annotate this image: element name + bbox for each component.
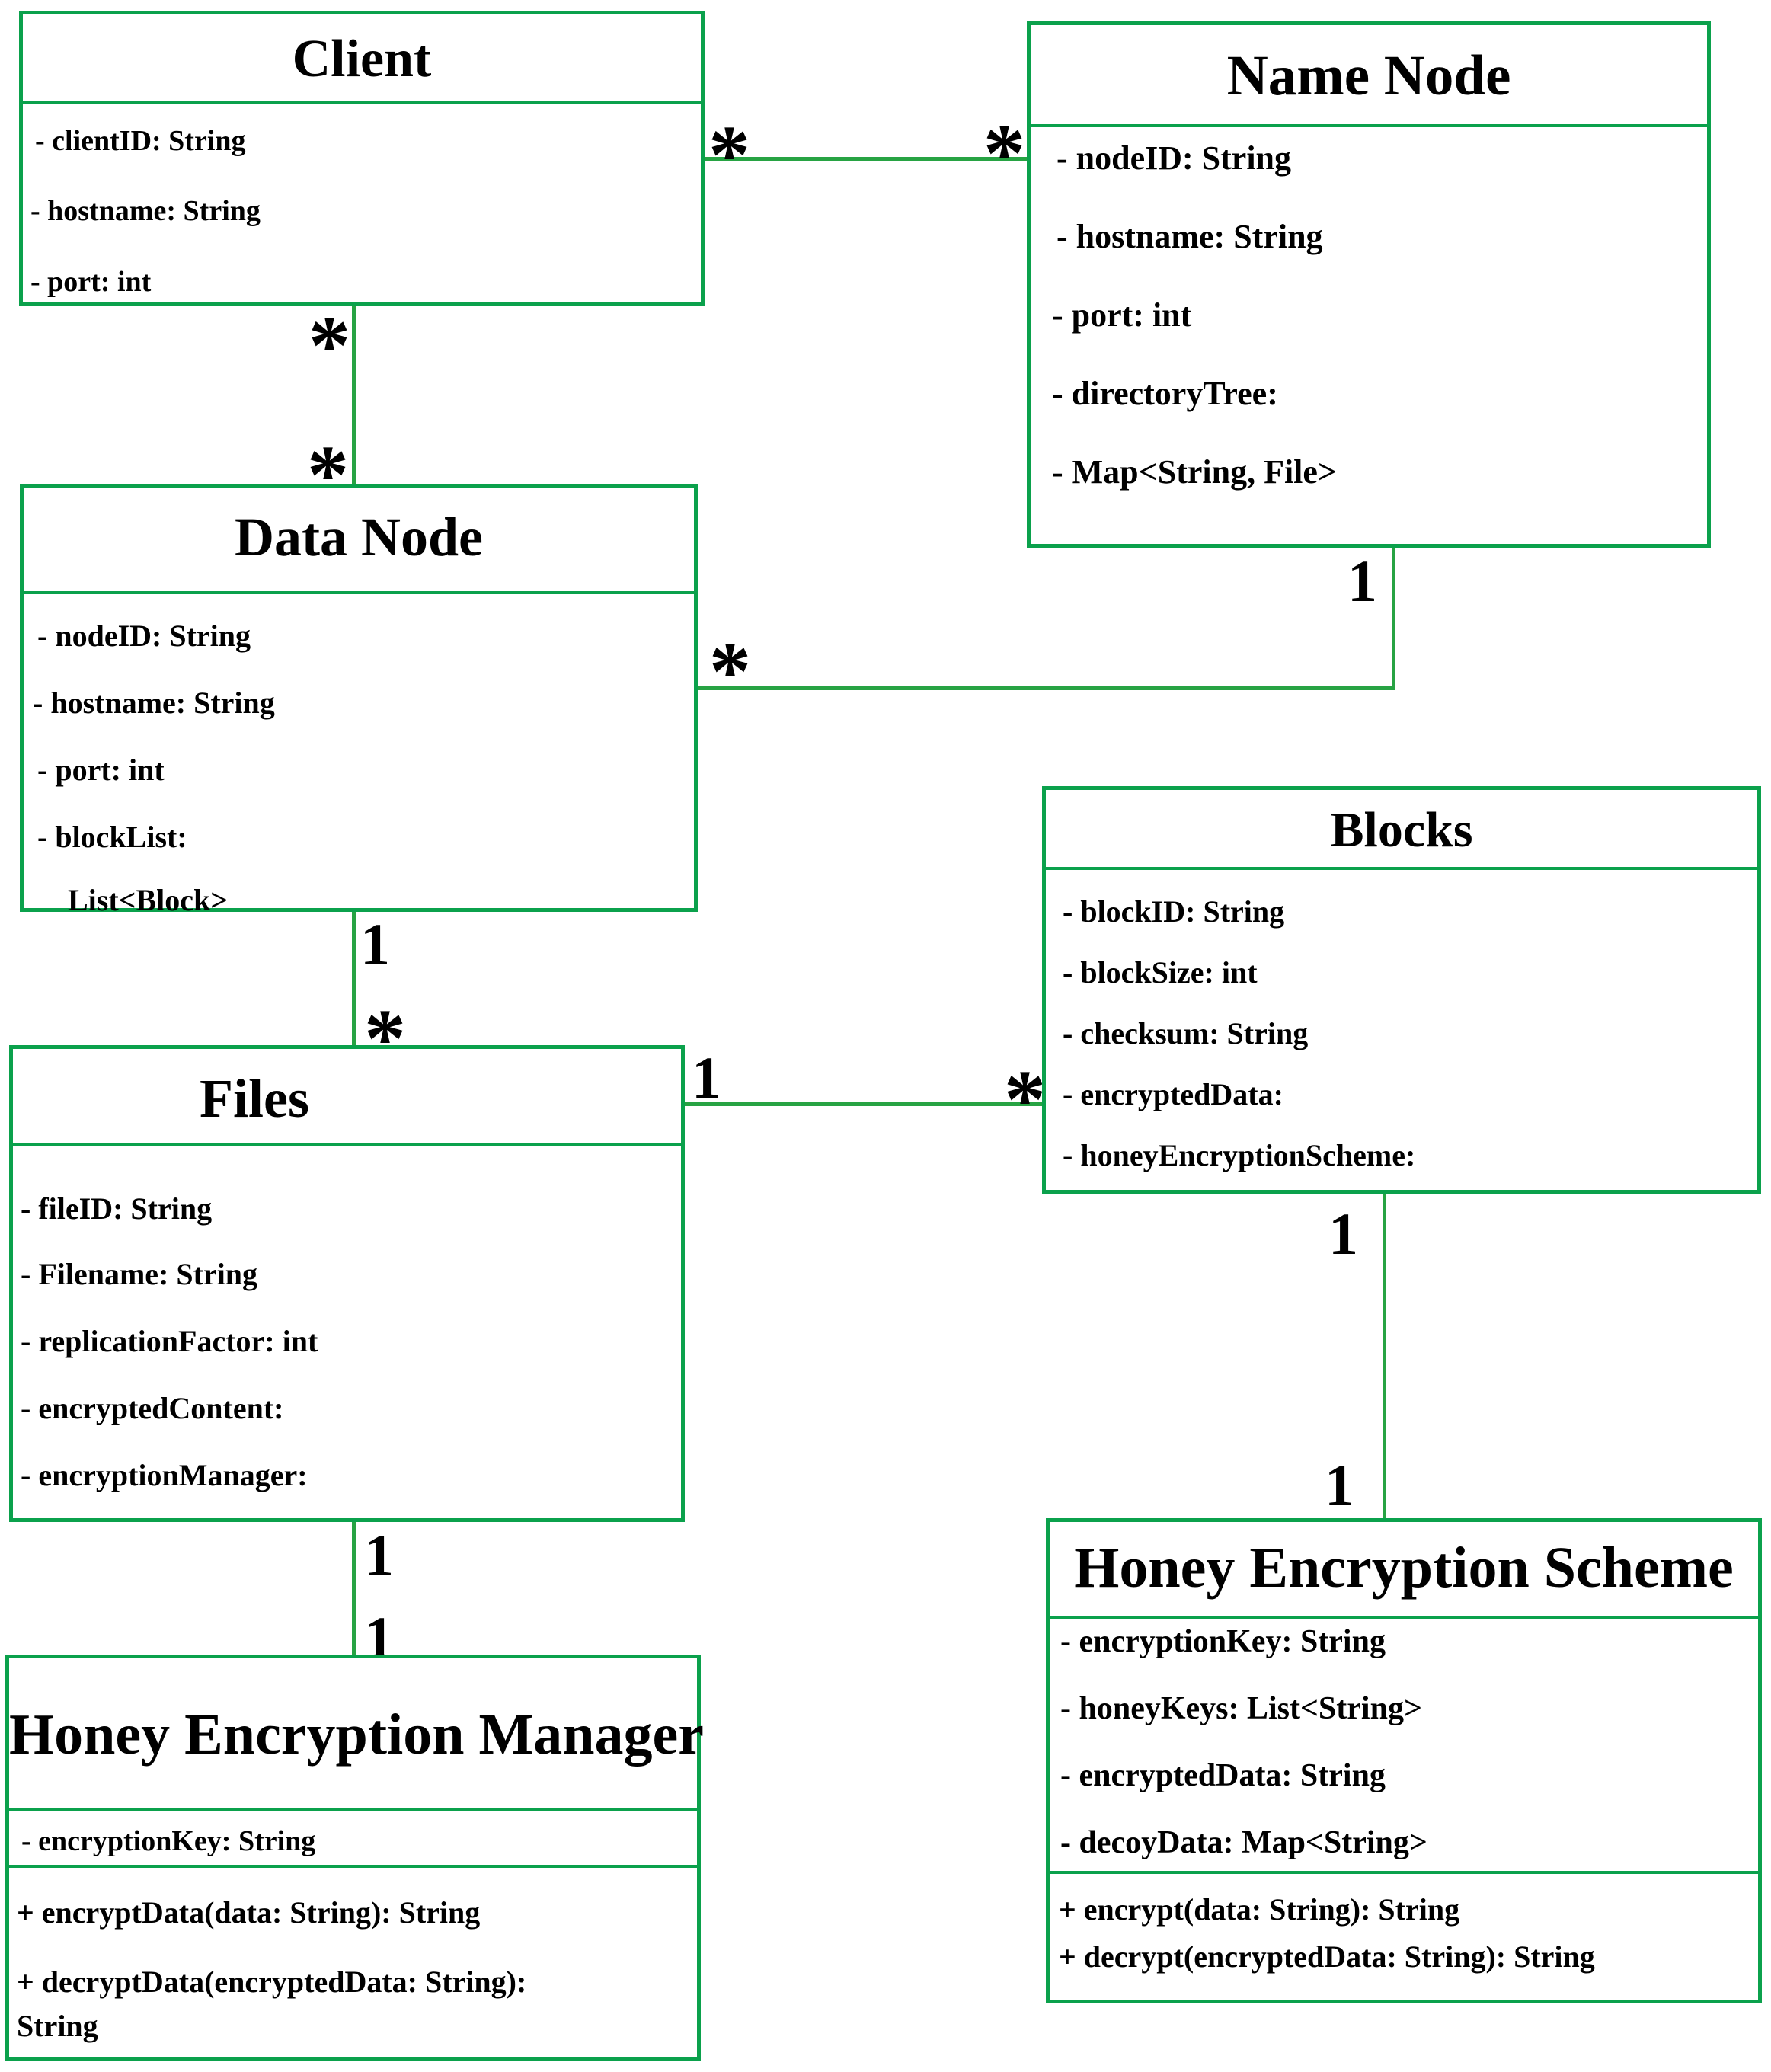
- class-box-client: Client - clientID: String - hostname: St…: [19, 11, 705, 306]
- multiplicity-label: 1: [1347, 548, 1377, 614]
- attribute-row: - nodeID: String: [1057, 139, 1292, 177]
- title-separator: [1050, 1616, 1758, 1619]
- multiplicity-label: *: [983, 107, 1025, 200]
- class-box-honey-encryption-manager: Honey Encryption Manager - encryptionKey…: [5, 1655, 704, 2061]
- class-title: Honey Encryption Scheme: [1074, 1536, 1734, 1600]
- class-title: Files: [200, 1068, 309, 1129]
- assoc-client-datanode-line: [352, 306, 356, 484]
- class-box-blocks: Blocks - blockID: String - blockSize: in…: [1042, 786, 1761, 1194]
- multiplicity-label: 1: [360, 911, 390, 977]
- attribute-row: - encryptionManager:: [21, 1458, 308, 1492]
- class-title: Client: [292, 30, 432, 88]
- attribute-row: - encryptionKey: String: [1060, 1624, 1386, 1659]
- attribute-row: - port: int: [1052, 296, 1192, 334]
- attribute-row: - honeyKeys: List<String>: [1060, 1691, 1422, 1726]
- methods-separator: [1050, 1871, 1758, 1874]
- title-separator: [9, 1808, 697, 1811]
- method-row: + decrypt(encryptedData: String): String: [1059, 1939, 1595, 1974]
- attribute-row: - decoyData: Map<String>: [1060, 1825, 1427, 1860]
- assoc-datanode-files-line: [352, 912, 356, 1045]
- multiplicity-label: *: [708, 108, 750, 201]
- multiplicity-label: 1: [1325, 1452, 1354, 1518]
- title-separator: [1046, 867, 1757, 870]
- attribute-row: - fileID: String: [21, 1191, 213, 1226]
- method-row: + encrypt(data: String): String: [1059, 1892, 1460, 1927]
- attribute-row: - nodeID: String: [37, 619, 251, 653]
- attribute-row: - blockList:: [37, 820, 187, 854]
- attribute-row: - encryptedData:: [1063, 1077, 1283, 1111]
- class-box-honey-encryption-scheme: Honey Encryption Scheme - encryptionKey:…: [1046, 1518, 1762, 2003]
- class-title: Name Node: [1226, 44, 1511, 107]
- class-title: Honey Encryption Manager: [9, 1703, 704, 1767]
- class-title: Data Node: [235, 507, 483, 568]
- attribute-row: - checksum: String: [1063, 1016, 1309, 1050]
- multiplicity-label: 1: [364, 1522, 394, 1588]
- attribute-row: - encryptedData: String: [1060, 1758, 1386, 1793]
- class-box-name-node: Name Node - nodeID: String - hostname: S…: [1027, 21, 1711, 548]
- title-separator: [13, 1143, 681, 1146]
- multiplicity-label: *: [709, 625, 751, 718]
- multiplicity-label: 1: [692, 1044, 721, 1111]
- attribute-row: - encryptedContent:: [21, 1391, 284, 1425]
- attribute-row: - Map<String, File>: [1052, 453, 1337, 491]
- attribute-row: - directoryTree:: [1052, 375, 1278, 412]
- assoc-client-namenode-line: [705, 157, 1027, 161]
- method-row: + encryptData(data: String): String: [17, 1895, 481, 1930]
- class-box-data-node: Data Node - nodeID: String - hostname: S…: [20, 484, 698, 917]
- assoc-blocks-hes-line: [1383, 1194, 1386, 1520]
- attribute-row: - port: int: [30, 266, 152, 298]
- method-row: + decryptData(encryptedData: String): St…: [17, 1965, 527, 2043]
- multiplicity-label: *: [308, 299, 350, 392]
- attribute-row: - hostname: String: [1057, 218, 1323, 255]
- assoc-files-hem-line: [352, 1522, 356, 1655]
- attribute-row: - hostname: String: [30, 195, 261, 227]
- attribute-row: - port: int: [37, 753, 165, 787]
- assoc-files-blocks-line: [685, 1102, 1042, 1106]
- attribute-row: - blockSize: int: [1063, 955, 1258, 990]
- attribute-row: - clientID: String: [35, 125, 246, 157]
- class-title: Blocks: [1330, 802, 1473, 858]
- title-separator: [24, 591, 694, 594]
- attribute-row: - encryptionKey: String: [21, 1825, 316, 1857]
- class-box-files: Files - fileID: String - Filename: Strin…: [9, 1045, 685, 1522]
- title-separator: [1031, 124, 1707, 127]
- multiplicity-label: 1: [1328, 1201, 1358, 1267]
- methods-separator: [9, 1865, 697, 1868]
- attribute-row: - honeyEncryptionScheme:: [1063, 1138, 1416, 1172]
- assoc-datanode-namenode-line-h: [698, 686, 1395, 690]
- attribute-row: - hostname: String: [33, 686, 275, 720]
- attribute-row: List<Block>: [68, 883, 229, 917]
- title-separator: [23, 101, 701, 104]
- attribute-row: - blockID: String: [1063, 894, 1285, 929]
- attribute-row: - Filename: String: [21, 1257, 258, 1291]
- attribute-row: - replicationFactor: int: [21, 1324, 318, 1358]
- multiplicity-label: *: [1004, 1053, 1046, 1146]
- assoc-datanode-namenode-line-v: [1392, 548, 1395, 690]
